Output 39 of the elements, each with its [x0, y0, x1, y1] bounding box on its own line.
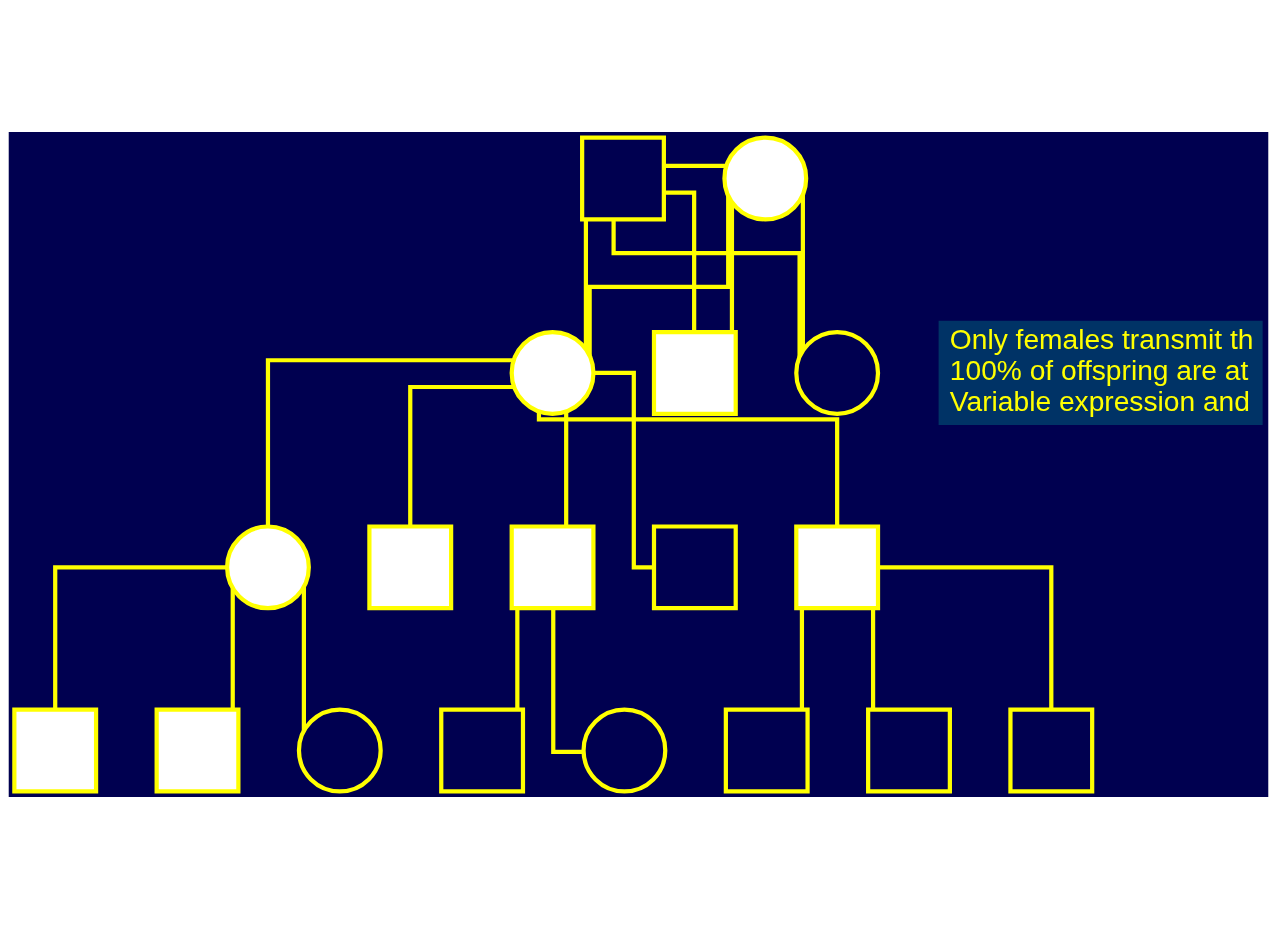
- connector: [663, 190, 697, 332]
- connector: [799, 608, 805, 710]
- connector: [878, 565, 1054, 710]
- node-box: [12, 707, 99, 794]
- node-circle: [296, 707, 383, 794]
- node-box: [509, 524, 596, 611]
- connector: [551, 608, 584, 755]
- node-box: [794, 524, 881, 611]
- node-box: [866, 707, 952, 794]
- node-box: [580, 135, 666, 222]
- node-box: [651, 329, 738, 416]
- node-box: [723, 707, 810, 794]
- node-circle: [581, 707, 668, 794]
- node-circle: [225, 524, 311, 611]
- connector: [729, 202, 735, 332]
- connector: [664, 163, 727, 168]
- connector: [53, 565, 227, 710]
- connector: [536, 411, 840, 527]
- connector: [230, 588, 235, 710]
- connector: [593, 370, 654, 570]
- connector: [611, 219, 802, 357]
- label: Only females transmit th: [949, 322, 1254, 355]
- connector: [515, 608, 520, 710]
- connector: [800, 195, 805, 351]
- node-box: [1008, 707, 1095, 794]
- connector: [583, 219, 589, 349]
- connector: [587, 195, 731, 356]
- connector: [265, 358, 514, 527]
- node-circle: [722, 135, 809, 222]
- node-box: [367, 524, 454, 611]
- node-box: [439, 707, 526, 794]
- node-box: [154, 707, 241, 794]
- connector: [564, 411, 569, 526]
- node-circle: [794, 329, 881, 416]
- connector: [870, 608, 876, 710]
- node-box: [651, 524, 738, 611]
- node-circle: [509, 329, 596, 416]
- connector: [301, 586, 306, 732]
- connector: [408, 384, 515, 527]
